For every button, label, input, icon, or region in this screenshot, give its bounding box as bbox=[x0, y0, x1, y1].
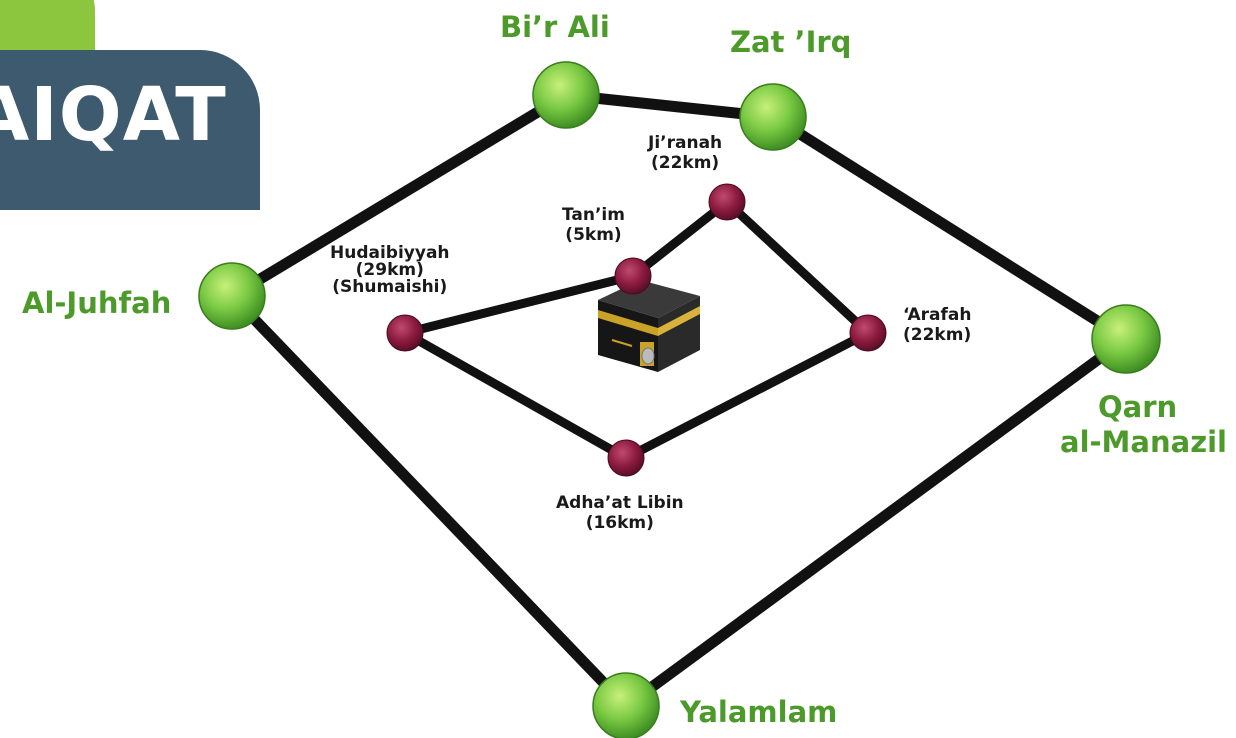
page-title: AIQAT bbox=[0, 72, 227, 158]
label-hudaibiyyah-name: Hudaibiyyah bbox=[330, 243, 450, 263]
inner-nodes bbox=[386, 183, 887, 477]
label-hudaibiyyah-alt: (Shumaishi) bbox=[332, 277, 448, 297]
node-al-juhfah[interactable] bbox=[198, 262, 266, 330]
outer-edge bbox=[560, 89, 779, 123]
label-bir-ali: Bi’r Ali bbox=[500, 10, 610, 44]
label-qarn: Qarn bbox=[1098, 390, 1178, 424]
label-arafah-name: ‘Arafah bbox=[903, 305, 972, 325]
inner-edge bbox=[628, 197, 732, 281]
label-jiranah: Ji’ranah (22km) bbox=[648, 133, 723, 173]
title-box bbox=[0, 50, 260, 210]
label-arafah-distance: (22km) bbox=[903, 324, 972, 345]
outer-nodes bbox=[198, 61, 1161, 738]
label-adhaat-libin-name: Adha’at Libin bbox=[556, 493, 684, 513]
inner-edge bbox=[621, 328, 873, 463]
label-arafah: ‘Arafah (22km) bbox=[903, 305, 972, 345]
node-arafah[interactable] bbox=[849, 314, 887, 352]
label-tanim: Tan’im (5km) bbox=[562, 205, 625, 245]
inner-edge bbox=[722, 197, 873, 338]
label-hudaibiyyah-distance: (29km) bbox=[355, 260, 424, 280]
outer-edge bbox=[767, 111, 1132, 345]
inner-edge bbox=[400, 328, 631, 463]
label-zat-irq: Zat ’Irq bbox=[730, 25, 852, 59]
node-bir-ali[interactable] bbox=[532, 61, 600, 129]
kaaba-icon bbox=[598, 280, 700, 372]
label-al-manazil: al-Manazil bbox=[1060, 425, 1227, 459]
label-jiranah-distance: (22km) bbox=[650, 152, 720, 173]
label-adhaat-libin-distance: (16km) bbox=[585, 512, 654, 533]
label-al-juhfah: Al-Juhfah bbox=[22, 286, 172, 320]
node-jiranah[interactable] bbox=[708, 183, 746, 221]
inner-edge bbox=[400, 271, 638, 338]
node-adhaat-libin[interactable] bbox=[607, 439, 645, 477]
node-zat-irq[interactable] bbox=[739, 83, 807, 151]
outer-edge bbox=[226, 89, 572, 302]
label-adhaat-libin: Adha’at Libin (16km) bbox=[556, 493, 684, 533]
label-hudaibiyyah: Hudaibiyyah (29km) (Shumaishi) bbox=[330, 245, 450, 296]
label-tanim-name: Tan’im bbox=[562, 205, 625, 225]
inner-boundary bbox=[400, 197, 873, 463]
outer-edge bbox=[226, 290, 632, 712]
node-qarn-al-manazil[interactable] bbox=[1091, 304, 1161, 374]
label-jiranah-name: Ji’ranah bbox=[648, 133, 723, 153]
label-tanim-distance: (5km) bbox=[565, 224, 622, 245]
node-hudaibiyyah[interactable] bbox=[386, 314, 424, 352]
node-tanim[interactable] bbox=[614, 257, 652, 295]
outer-boundary bbox=[226, 89, 1132, 712]
outer-edge bbox=[620, 333, 1132, 712]
node-yalamlam[interactable] bbox=[592, 672, 660, 738]
label-yalamlam: Yalamlam bbox=[680, 695, 838, 729]
